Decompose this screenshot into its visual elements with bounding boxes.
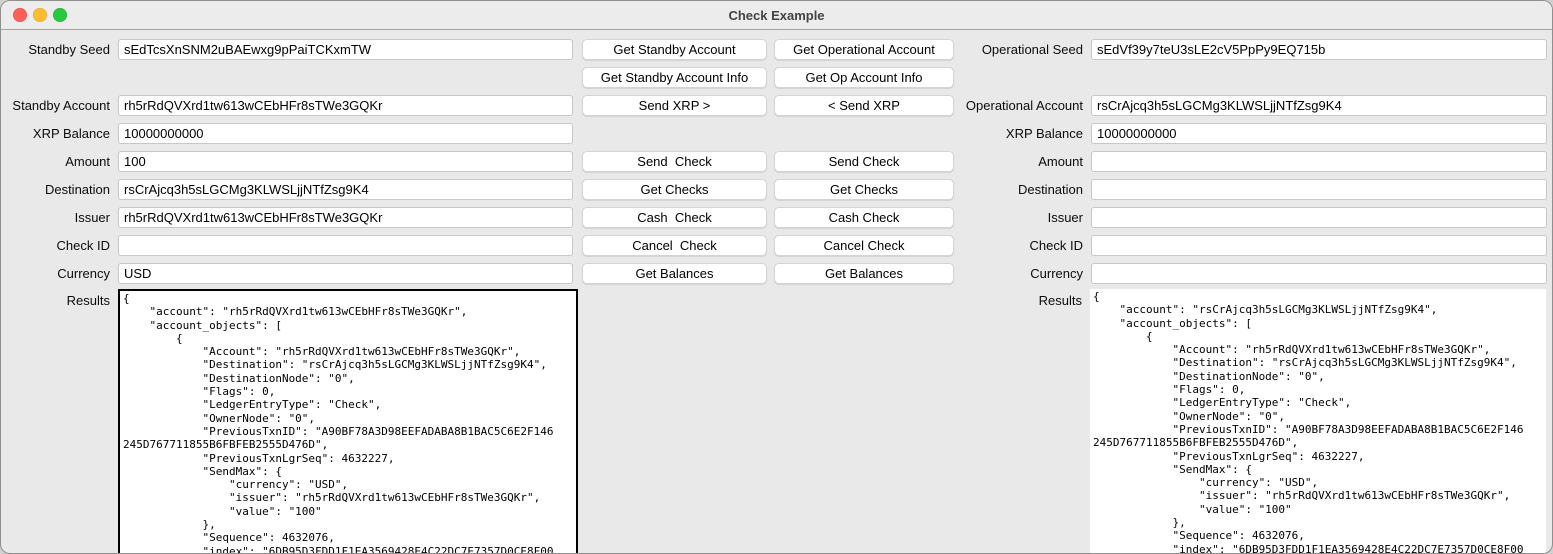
standby-issuer-input[interactable] [118, 207, 573, 228]
operational-balance-label: XRP Balance [1005, 126, 1083, 141]
standby-results-label: Results [66, 293, 110, 308]
traffic-lights [13, 8, 67, 22]
operational-check-id-label: Check ID [1029, 238, 1083, 253]
operational-issuer-label: Issuer [1047, 210, 1083, 225]
standby-currency-label: Currency [57, 266, 110, 281]
standby-amount-input[interactable] [118, 151, 573, 172]
operational-balance-input[interactable] [1091, 123, 1547, 144]
operational-issuer-input[interactable] [1091, 207, 1547, 228]
operational-cash-check-button[interactable]: Cash Check [774, 207, 954, 228]
row-account-info: Get Standby Account Info Get Op Account … [1, 67, 1552, 88]
standby-currency-input[interactable] [118, 263, 573, 284]
operational-currency-label: Currency [1030, 266, 1083, 281]
operational-results-textarea[interactable]: { "account": "rsCrAjcq3h5sLGCMg3KLWSLjjN… [1090, 289, 1546, 553]
standby-destination-input[interactable] [118, 179, 573, 200]
operational-seed-label: Operational Seed [981, 42, 1083, 57]
row-balance: XRP Balance XRP Balance [1, 123, 1552, 144]
standby-balance-label: XRP Balance [32, 126, 110, 141]
row-issuer: Issuer Cash Check Cash Check Issuer [1, 207, 1552, 228]
standby-check-id-label: Check ID [56, 238, 110, 253]
get-operational-account-button[interactable]: Get Operational Account [774, 39, 954, 60]
standby-balance-input[interactable] [118, 123, 573, 144]
standby-cash-check-button[interactable]: Cash Check [582, 207, 767, 228]
get-op-account-info-button[interactable]: Get Op Account Info [774, 67, 954, 88]
operational-amount-input[interactable] [1091, 151, 1547, 172]
minimize-window-button[interactable] [33, 8, 47, 22]
operational-account-label: Operational Account [965, 98, 1083, 113]
operational-results-label: Results [1038, 293, 1082, 308]
row-currency: Currency Get Balances Get Balances Curre… [1, 263, 1552, 284]
operational-cancel-check-button[interactable]: Cancel Check [774, 235, 954, 256]
standby-results-textarea[interactable]: { "account": "rh5rRdQVXrd1tw613wCEbHFr8s… [118, 289, 578, 553]
standby-issuer-label: Issuer [74, 210, 110, 225]
window-title: Check Example [728, 7, 825, 23]
standby-account-input[interactable] [118, 95, 573, 116]
standby-amount-label: Amount [65, 154, 110, 169]
operational-get-checks-button[interactable]: Get Checks [774, 179, 954, 200]
standby-send-check-button[interactable]: Send Check [582, 151, 767, 172]
standby-get-checks-button[interactable]: Get Checks [582, 179, 767, 200]
row-destination: Destination Get Checks Get Checks Destin… [1, 179, 1552, 200]
standby-account-label: Standby Account [12, 98, 110, 113]
standby-seed-label: Standby Seed [28, 42, 110, 57]
operational-currency-input[interactable] [1091, 263, 1547, 284]
operational-destination-input[interactable] [1091, 179, 1547, 200]
row-seed: Standby Seed Get Standby Account Get Ope… [1, 39, 1552, 60]
row-results: Results { "account": "rh5rRdQVXrd1tw613w… [1, 289, 1552, 553]
row-amount: Amount Send Check Send Check Amount [1, 151, 1552, 172]
standby-check-id-input[interactable] [118, 235, 573, 256]
standby-seed-input[interactable] [118, 39, 573, 60]
get-standby-account-button[interactable]: Get Standby Account [582, 39, 767, 60]
standby-cancel-check-button[interactable]: Cancel Check [582, 235, 767, 256]
row-account: Standby Account Send XRP > < Send XRP Op… [1, 95, 1552, 116]
close-window-button[interactable] [13, 8, 27, 22]
operational-get-balances-button[interactable]: Get Balances [774, 263, 954, 284]
operational-send-check-button[interactable]: Send Check [774, 151, 954, 172]
send-xrp-left-button[interactable]: < Send XRP [774, 95, 954, 116]
operational-account-input[interactable] [1091, 95, 1547, 116]
zoom-window-button[interactable] [53, 8, 67, 22]
form-content: Standby Seed Get Standby Account Get Ope… [1, 30, 1552, 553]
operational-seed-input[interactable] [1091, 39, 1547, 60]
standby-get-balances-button[interactable]: Get Balances [582, 263, 767, 284]
row-check-id: Check ID Cancel Check Cancel Check Check… [1, 235, 1552, 256]
operational-check-id-input[interactable] [1091, 235, 1547, 256]
get-standby-account-info-button[interactable]: Get Standby Account Info [582, 67, 767, 88]
standby-destination-label: Destination [44, 182, 110, 197]
operational-amount-label: Amount [1038, 154, 1083, 169]
operational-destination-label: Destination [1017, 182, 1083, 197]
send-xrp-right-button[interactable]: Send XRP > [582, 95, 767, 116]
title-bar[interactable]: Check Example [1, 1, 1552, 30]
